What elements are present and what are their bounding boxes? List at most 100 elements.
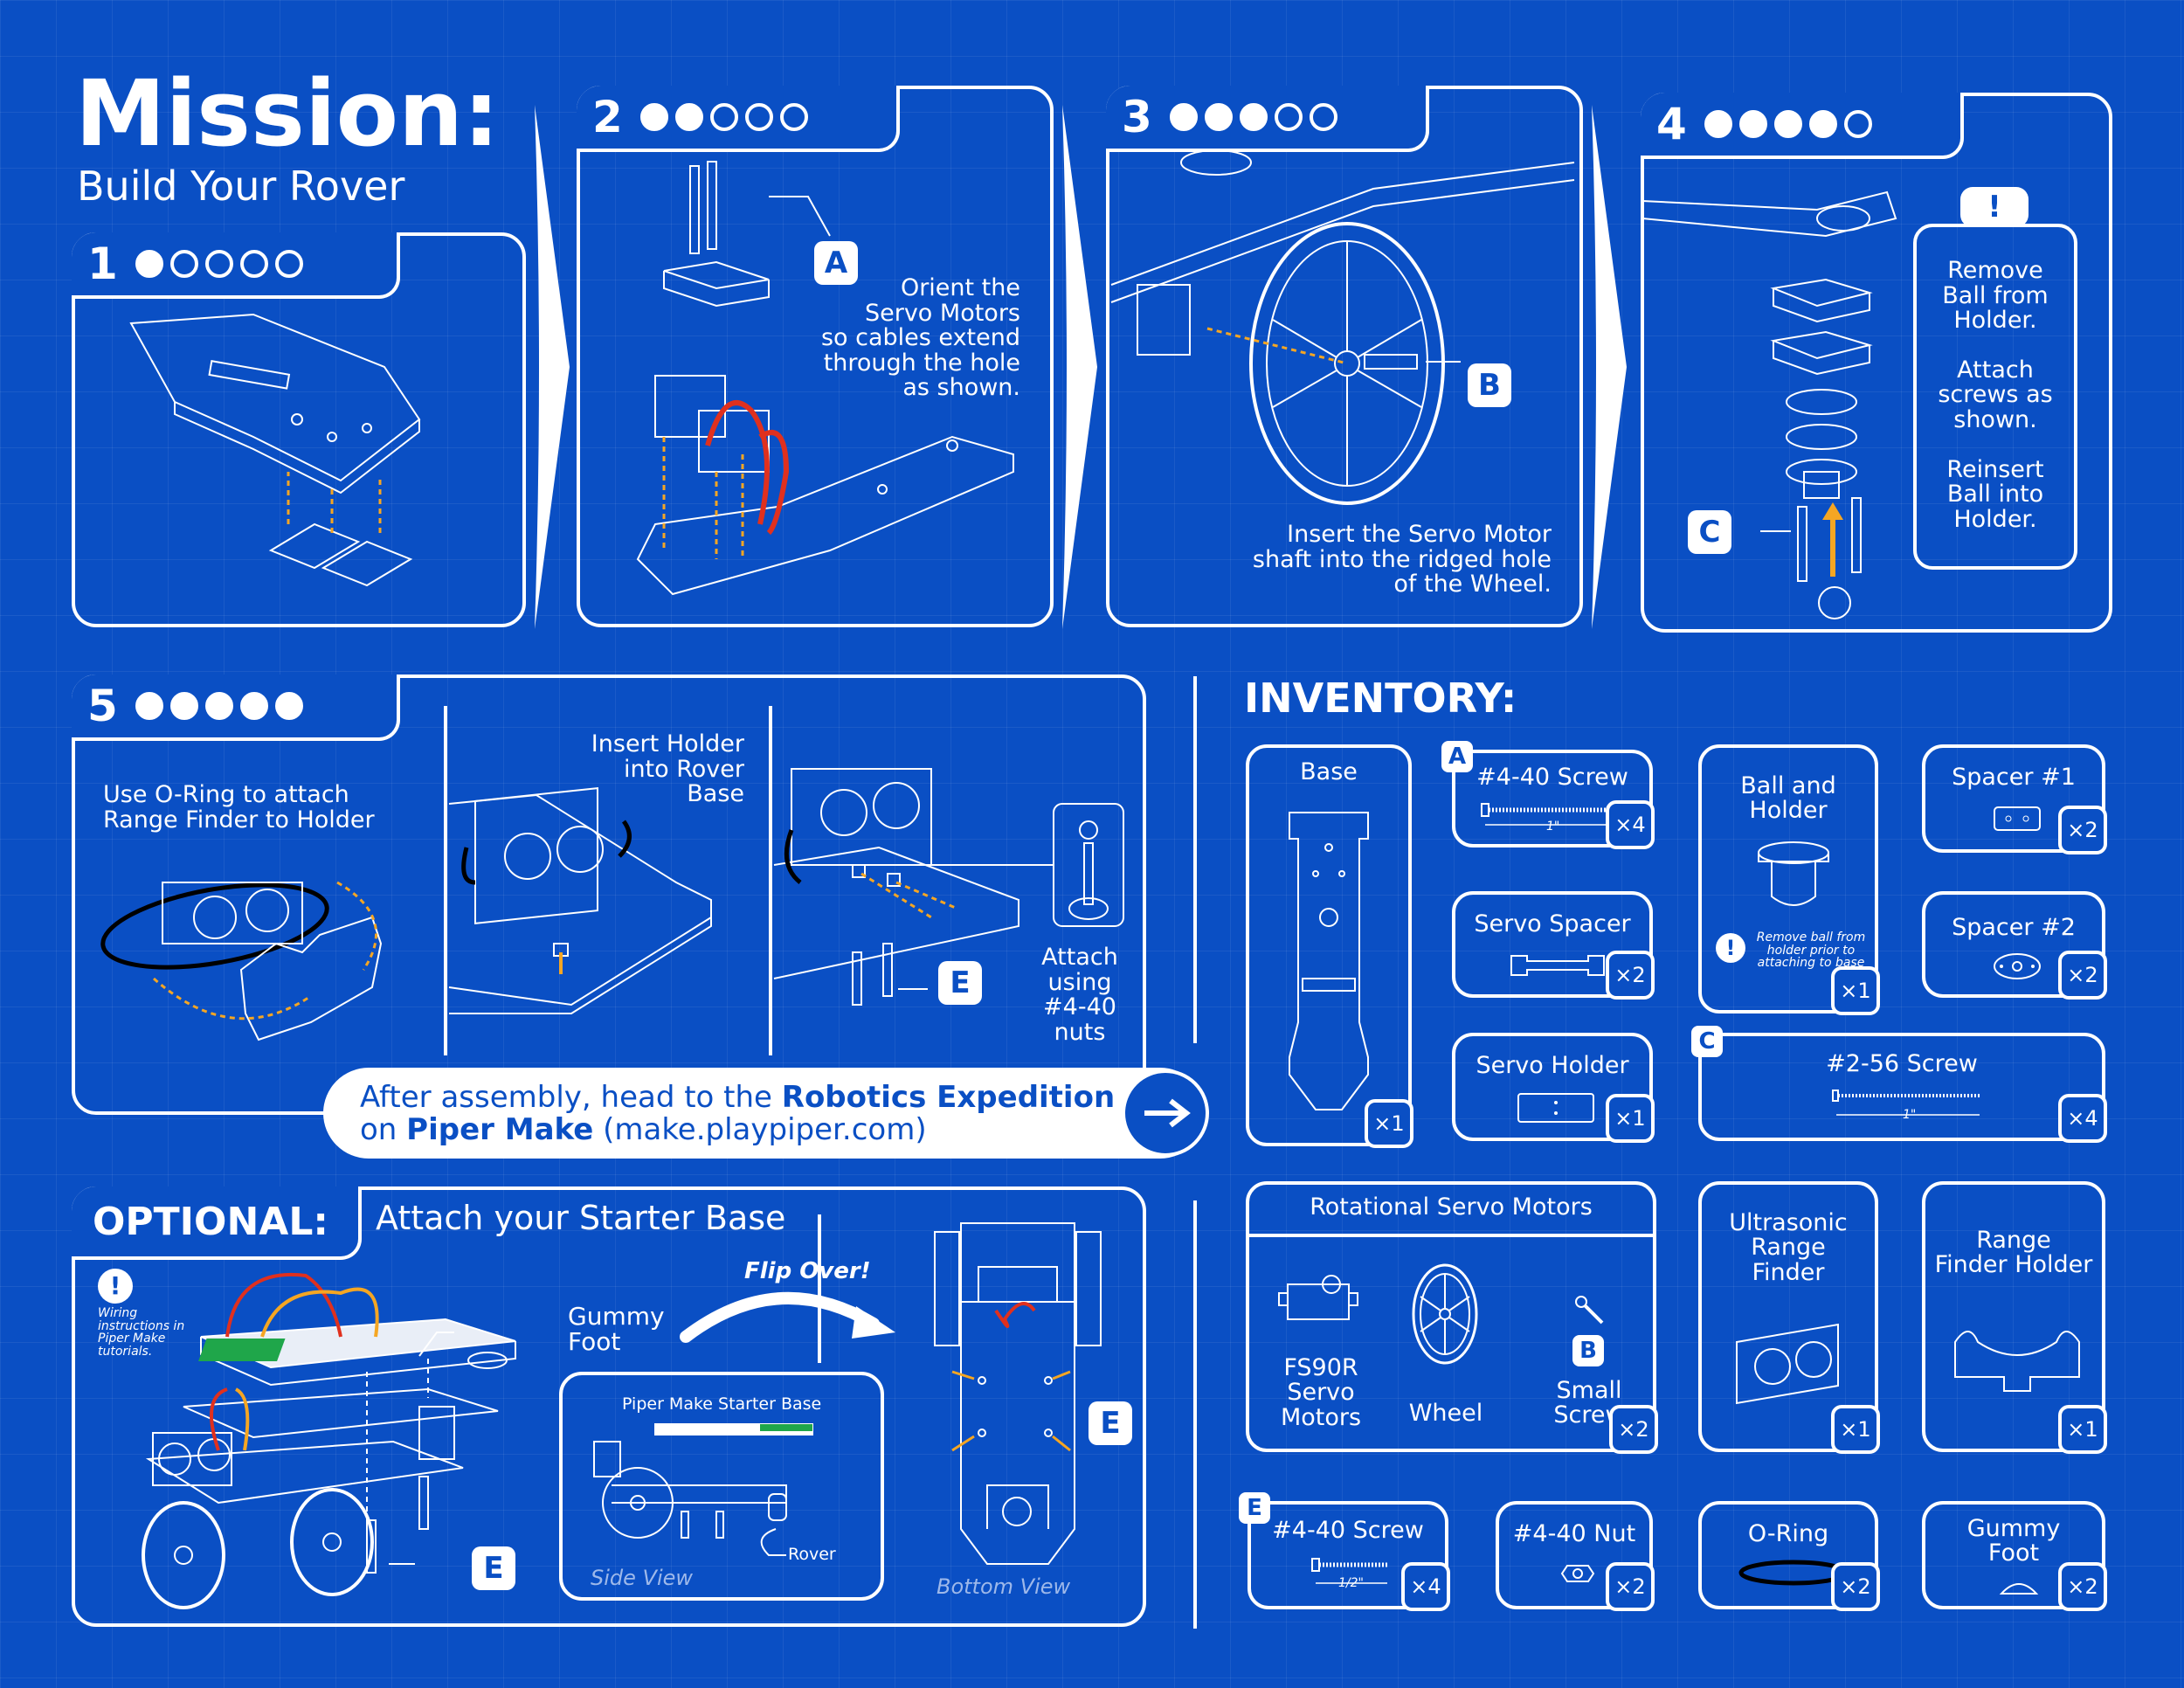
inventory-range-holder: Range Finder Holder ×1: [1922, 1181, 2107, 1454]
step-4-line: Ball into: [1946, 481, 2044, 508]
progress-dot-filled: [1239, 103, 1268, 131]
step-4-tab: 4: [1641, 93, 1964, 159]
cta-expedition: Robotics Expedition: [781, 1080, 1116, 1115]
servo-line: Motors: [1280, 1403, 1362, 1431]
servo-line: Servo: [1287, 1379, 1355, 1407]
ball-holder-label: Ball and Holder: [1702, 772, 1875, 825]
range-holder-drawing: [1954, 1331, 2080, 1392]
progress-dot-filled: [639, 103, 668, 131]
step-5a-illustration: [100, 881, 383, 1041]
step-4-line: Ball from: [1942, 281, 2049, 309]
step-2-line: Orient the: [900, 274, 1020, 301]
expedition-link[interactable]: After assembly, head to the Robotics Exp…: [323, 1068, 1206, 1159]
step-5-number: 5: [87, 681, 118, 731]
optional-divider: [818, 1214, 821, 1363]
small-screw-line: Small: [1556, 1377, 1622, 1404]
optional-subtitle: Attach your Starter Base: [376, 1199, 786, 1237]
section-divider-bottom: [1193, 1200, 1197, 1629]
range-holder-label: Range Finder Holder: [1925, 1228, 2102, 1278]
optional-heading: OPTIONAL:: [93, 1199, 328, 1244]
progress-dot-empty: [709, 103, 738, 131]
spacer-2-drawing: [1994, 953, 2041, 979]
progress-dot-filled: [1704, 110, 1732, 138]
servo-spacer-drawing: [1510, 955, 1605, 976]
step-5b-line: Insert Holder: [591, 730, 744, 758]
nut-label: #4-40 Nut: [1512, 1520, 1636, 1547]
progress-dot-filled: [274, 692, 303, 720]
step-5a-line: Range Finder to Holder: [103, 806, 375, 834]
progress-dot-empty: [779, 103, 808, 131]
step-5c-line: #4-40: [1043, 993, 1116, 1021]
inventory-ultrasonic: Ultrasonic Range Finder ×1: [1698, 1181, 1880, 1454]
screw-2-56-dim: 1": [1903, 1108, 1917, 1122]
step-4-line: Remove: [1947, 257, 2043, 284]
progress-dot-filled: [1808, 110, 1837, 138]
inventory-servo-spacer: Servo Spacer ×2: [1452, 891, 1655, 1000]
step-2-progress: [639, 103, 808, 131]
screw-4-40-dim: 1": [1546, 820, 1560, 834]
servo-line: FS90R: [1283, 1354, 1358, 1381]
inventory-base: Base ×1: [1246, 744, 1413, 1148]
cta-text: After assembly, head to the: [360, 1080, 782, 1115]
progress-dot-filled: [169, 692, 198, 720]
alert-icon: !: [98, 1269, 133, 1304]
label-e-badge-optional: E: [472, 1546, 515, 1590]
screw-4-40-qty: ×4: [1606, 800, 1655, 849]
step-5b-line: Base: [687, 780, 744, 808]
step-4-line: Holder.: [1953, 307, 2037, 335]
arrow-right-icon[interactable]: [1122, 1069, 1209, 1157]
cta-line-1: After assembly, head to the Robotics Exp…: [360, 1082, 1206, 1114]
bottom-view-label: Bottom View: [936, 1574, 1071, 1599]
progress-dot-empty: [1843, 110, 1872, 138]
ultrasonic-line: Finder: [1752, 1258, 1825, 1286]
arrow-chevron-2: [1062, 105, 1097, 629]
ball-holder-line: Ball and: [1740, 772, 1836, 799]
base-qty: ×1: [1365, 1099, 1413, 1148]
small-screw-drawing: [1575, 1296, 1604, 1325]
wiring-line: Wiring: [98, 1306, 138, 1320]
spacer-1-drawing: [1994, 806, 2041, 831]
step-4-spacer: [1918, 433, 2072, 458]
ball-holder-drawing: [1758, 841, 1829, 906]
side-view-illustration: [593, 1423, 813, 1556]
servo-holder-drawing: [1517, 1093, 1594, 1123]
spacer-1-label: Spacer #1: [1952, 764, 2076, 791]
flip-over-label: Flip Over!: [744, 1258, 871, 1284]
step-5b-illustration: [448, 787, 712, 1014]
ultrasonic-label: Ultrasonic Range Finder: [1702, 1209, 1875, 1286]
gummy-foot-label: Gummy Foot: [568, 1304, 665, 1354]
gummy-foot-qty: ×2: [2058, 1562, 2107, 1611]
step-5c-line: nuts: [1054, 1018, 1106, 1046]
label-a-badge: A: [814, 241, 858, 285]
progress-dot-filled: [1773, 110, 1802, 138]
bottom-view-illustration: [934, 1222, 1102, 1565]
wiring-line: Piper Make: [98, 1332, 166, 1346]
spacer-2-label: Spacer #2: [1952, 914, 2076, 941]
inventory-oring: O-Ring ×2: [1698, 1501, 1880, 1611]
base-part-drawing: [1289, 812, 1369, 1110]
step-3-progress: [1169, 103, 1337, 131]
inventory-tag-e: E: [1239, 1492, 1270, 1524]
ball-holder-line: Holder: [1749, 797, 1828, 825]
base-label: Base: [1300, 758, 1358, 785]
optional-tab: OPTIONAL:: [72, 1186, 362, 1260]
screw-2-56-label: #2-56 Screw: [1826, 1050, 1978, 1077]
arrow-chevron-3: [1592, 105, 1627, 629]
spacer-1-qty: ×2: [2058, 806, 2107, 854]
servo-label: FS90R Servo Motors: [1277, 1354, 1365, 1431]
range-holder-line: Range: [1976, 1227, 2051, 1254]
step-5b-instructions: Insert Holder into Rover Base: [524, 730, 744, 808]
screw-e-label: #4-40 Screw: [1272, 1517, 1424, 1544]
optional-rover-illustration: [142, 1272, 516, 1609]
gummy-foot-name: Gummy Foot: [1925, 1516, 2102, 1567]
ball-alert-icon: !: [1716, 933, 1745, 963]
inventory-screw-4-40: #4-40 Screw 1" ×4: [1452, 750, 1655, 849]
screw-2-56-drawing: [1832, 1090, 1980, 1116]
step-4-line: Reinsert: [1946, 455, 2044, 483]
step-2-line: so cables extend: [820, 324, 1020, 352]
progress-dot-empty: [1309, 103, 1337, 131]
step-5-progress: [135, 692, 303, 720]
ball-holder-qty: ×1: [1831, 966, 1880, 1015]
progress-dot-filled: [1169, 103, 1198, 131]
ultrasonic-line: Ultrasonic: [1729, 1209, 1848, 1236]
